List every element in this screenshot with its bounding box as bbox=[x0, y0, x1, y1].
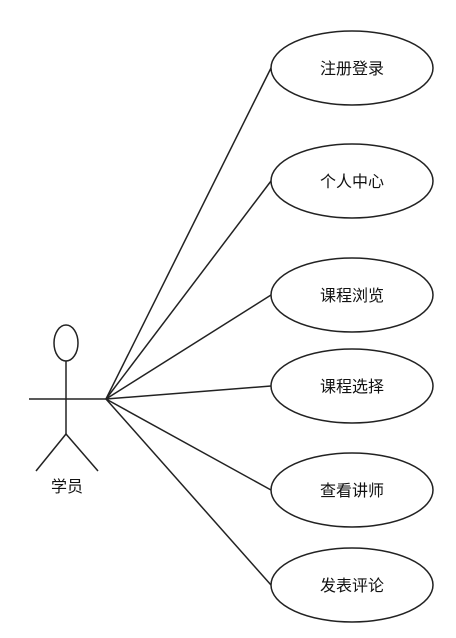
use-case-personal-center: 个人中心 bbox=[270, 143, 434, 219]
use-case-label-register-login: 注册登录 bbox=[320, 59, 384, 78]
use-case-view-lecturer: 查看讲师 bbox=[270, 452, 434, 528]
use-case-ellipse-course-select bbox=[270, 348, 434, 424]
use-case-ellipse-post-comment bbox=[270, 547, 434, 623]
use-case-label-post-comment: 发表评论 bbox=[320, 576, 384, 595]
association-line-course-select bbox=[105, 385, 272, 400]
use-case-ellipse-view-lecturer bbox=[270, 452, 434, 528]
use-case-register-login: 注册登录 bbox=[270, 30, 434, 106]
use-case-ellipse-register-login bbox=[270, 30, 434, 106]
use-case-ellipse-personal-center bbox=[270, 143, 434, 219]
actor-right-leg bbox=[65, 433, 99, 472]
use-case-label-personal-center: 个人中心 bbox=[320, 172, 384, 191]
actor-label: 学员 bbox=[51, 477, 83, 496]
use-case-post-comment: 发表评论 bbox=[270, 547, 434, 623]
use-case-label-course-browse: 课程浏览 bbox=[320, 286, 384, 305]
use-case-label-view-lecturer: 查看讲师 bbox=[320, 481, 384, 500]
use-case-ellipse-course-browse bbox=[270, 257, 434, 333]
association-line-view-lecturer bbox=[105, 398, 272, 491]
use-case-label-course-select: 课程选择 bbox=[320, 377, 384, 396]
associations bbox=[105, 67, 272, 586]
use-case-course-select: 课程选择 bbox=[270, 348, 434, 424]
association-line-post-comment bbox=[105, 398, 272, 586]
association-line-personal-center bbox=[105, 180, 272, 400]
association-line-register-login bbox=[105, 67, 272, 400]
actor-figure bbox=[29, 324, 106, 472]
use-case-course-browse: 课程浏览 bbox=[270, 257, 434, 333]
actor-head bbox=[53, 324, 79, 362]
actor-left-leg bbox=[35, 433, 67, 472]
association-line-course-browse bbox=[105, 294, 272, 400]
